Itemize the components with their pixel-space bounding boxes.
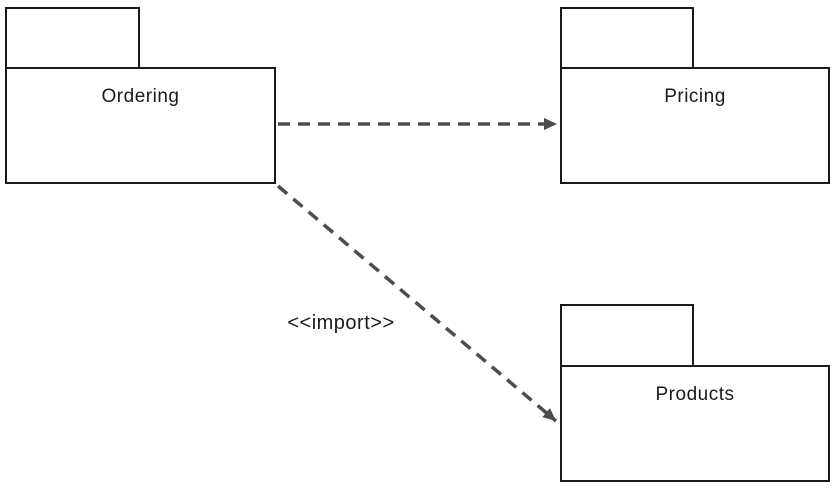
package-pricing: Pricing bbox=[560, 67, 830, 184]
import-stereotype-label: <<import>> bbox=[287, 312, 395, 334]
package-ordering-label: Ordering bbox=[101, 86, 180, 107]
package-pricing-tab bbox=[560, 7, 694, 69]
dependency-arrow-ordering-to-products bbox=[276, 184, 558, 423]
package-products: Products bbox=[560, 365, 830, 482]
package-products-tab bbox=[560, 304, 694, 367]
package-products-label: Products bbox=[655, 384, 735, 405]
package-pricing-label: Pricing bbox=[664, 86, 726, 107]
package-ordering-tab bbox=[5, 7, 140, 69]
package-ordering: Ordering bbox=[5, 67, 276, 184]
